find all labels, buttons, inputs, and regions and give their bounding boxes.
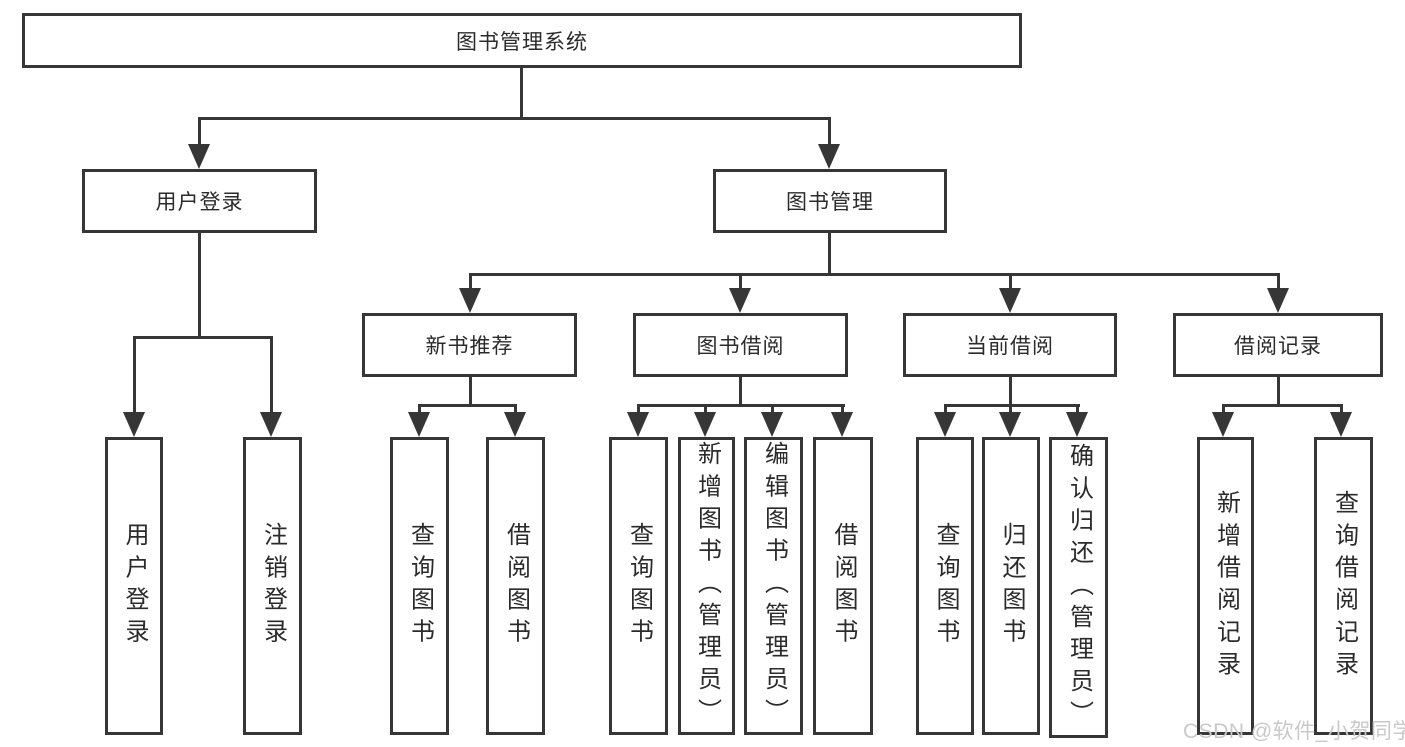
leaf-nb-query-books-label: 查询图书: [406, 521, 434, 651]
leaf-br-query-record-label: 查询借阅记录: [1330, 489, 1358, 683]
arrowhead-leaf-bb-borrow: [831, 412, 853, 437]
connector-to-leaf-cb-return: [1009, 404, 1012, 415]
leaf-bb-edit-books: 编辑图书（管理员）: [744, 437, 803, 735]
leaf-cb-return-books: 归还图书: [982, 437, 1040, 735]
arrowhead-book-borrow: [729, 288, 751, 313]
node-current-borrow: 当前借阅: [903, 313, 1117, 377]
connector-current-borrow-branch: [944, 404, 1080, 407]
leaf-user-login: 用户登录: [105, 437, 163, 735]
leaf-cb-confirm-return-label: 确认归还（管理员）: [1065, 442, 1093, 733]
connector-to-user-login: [198, 117, 201, 146]
leaf-bb-query-books-label: 查询图书: [625, 521, 653, 651]
node-new-books: 新书推荐: [362, 313, 577, 377]
leaf-user-login-label: 用户登录: [121, 521, 148, 651]
connector-book-borrow-branch: [637, 404, 845, 407]
node-borrow-records-label: 借阅记录: [1234, 335, 1322, 358]
arrowhead-leaf-bb-add: [694, 412, 716, 437]
leaf-logout-label: 注销登录: [259, 521, 287, 651]
connector-to-leaf-bb-borrow: [841, 404, 844, 415]
connector-user-login-branch: [133, 336, 273, 339]
leaf-nb-query-books: 查询图书: [390, 437, 449, 735]
node-current-borrow-label: 当前借阅: [966, 335, 1054, 358]
connector-book-borrow-stem: [739, 377, 742, 404]
csdn-watermark: CSDN @软件_小贺同学: [1183, 720, 1405, 743]
node-user-login: 用户登录: [82, 169, 317, 233]
leaf-cb-confirm-return: 确认归还（管理员）: [1049, 437, 1108, 738]
connector-new-books-stem: [469, 377, 472, 404]
connector-to-leaf-nb-query: [418, 404, 421, 415]
connector-root-branch: [198, 117, 831, 120]
arrowhead-leaf-logout: [260, 412, 282, 437]
connector-to-leaf-bb-edit: [771, 404, 774, 415]
connector-borrow-records-branch: [1222, 404, 1343, 407]
arrowhead-leaf-bb-edit: [761, 412, 783, 437]
leaf-bb-edit-books-label: 编辑图书（管理员）: [760, 441, 788, 731]
arrowhead-leaf-cb-return: [999, 412, 1021, 437]
leaf-bb-borrow-books-label: 借阅图书: [830, 521, 857, 651]
connector-borrow-records-stem: [1277, 377, 1280, 404]
connector-to-leaf-bb-add: [704, 404, 707, 415]
leaf-nb-borrow-books-label: 借阅图书: [502, 521, 530, 651]
connector-to-leaf-bb-query: [637, 404, 640, 415]
connector-book-mgmt-branch: [469, 273, 1280, 276]
node-book-borrow: 图书借阅: [633, 313, 848, 377]
arrowhead-leaf-cb-query: [934, 412, 956, 437]
connector-to-leaf-br-add: [1222, 404, 1225, 415]
arrowhead-current-borrow: [999, 288, 1021, 313]
node-new-books-label: 新书推荐: [425, 335, 514, 358]
connector-to-borrow-records: [1277, 273, 1280, 290]
arrowhead-borrow-records: [1267, 288, 1289, 313]
connector-new-books-branch: [418, 404, 517, 407]
connector-book-mgmt-stem: [828, 233, 831, 273]
node-book-borrow-label: 图书借阅: [696, 335, 785, 358]
connector-to-leaf-cb-query: [944, 404, 947, 415]
connector-current-borrow-stem: [1009, 377, 1012, 404]
arrowhead-book-mgmt: [818, 144, 840, 169]
connector-to-leaf-user-login: [133, 336, 136, 415]
arrowhead-leaf-user-login: [123, 412, 145, 437]
connector-to-leaf-cb-confirm: [1076, 404, 1079, 415]
node-user-login-label: 用户登录: [155, 191, 244, 214]
connector-to-new-books: [469, 273, 472, 290]
connector-to-current-borrow: [1009, 273, 1012, 290]
arrowhead-leaf-cb-confirm: [1066, 412, 1088, 437]
connector-user-login-stem: [198, 233, 201, 336]
arrowhead-user-login: [188, 144, 210, 169]
connector-to-book-borrow: [739, 273, 742, 290]
node-borrow-records: 借阅记录: [1173, 313, 1383, 377]
leaf-br-query-record: 查询借阅记录: [1314, 437, 1373, 735]
connector-to-leaf-br-query: [1340, 404, 1343, 415]
arrowhead-leaf-nb-query: [408, 412, 430, 437]
connector-to-leaf-nb-borrow: [514, 404, 517, 415]
arrowhead-leaf-br-add: [1212, 412, 1234, 437]
connector-to-leaf-logout: [270, 336, 273, 415]
leaf-cb-return-books-label: 归还图书: [998, 521, 1025, 651]
leaf-br-add-record: 新增借阅记录: [1197, 437, 1254, 735]
leaf-cb-query-books-label: 查询图书: [932, 521, 959, 651]
connector-to-book-mgmt: [828, 117, 831, 146]
node-root: 图书管理系统: [22, 13, 1022, 68]
node-root-label: 图书管理系统: [456, 30, 588, 54]
leaf-cb-query-books: 查询图书: [916, 437, 974, 735]
node-book-mgmt-label: 图书管理: [786, 191, 874, 214]
arrowhead-leaf-br-query: [1330, 412, 1352, 437]
leaf-logout: 注销登录: [243, 437, 302, 735]
leaf-nb-borrow-books: 借阅图书: [486, 437, 545, 735]
arrowhead-leaf-nb-borrow: [504, 412, 526, 437]
leaf-bb-add-books: 新增图书（管理员）: [678, 437, 735, 735]
leaf-br-add-record-label: 新增借阅记录: [1212, 489, 1240, 683]
connector-root-stem: [520, 68, 523, 117]
leaf-bb-borrow-books: 借阅图书: [813, 437, 873, 735]
node-book-mgmt: 图书管理: [713, 169, 947, 233]
leaf-bb-add-books-label: 新增图书（管理员）: [693, 441, 721, 731]
arrowhead-leaf-bb-query: [627, 412, 649, 437]
leaf-bb-query-books: 查询图书: [609, 437, 668, 735]
arrowhead-new-books: [459, 288, 481, 313]
